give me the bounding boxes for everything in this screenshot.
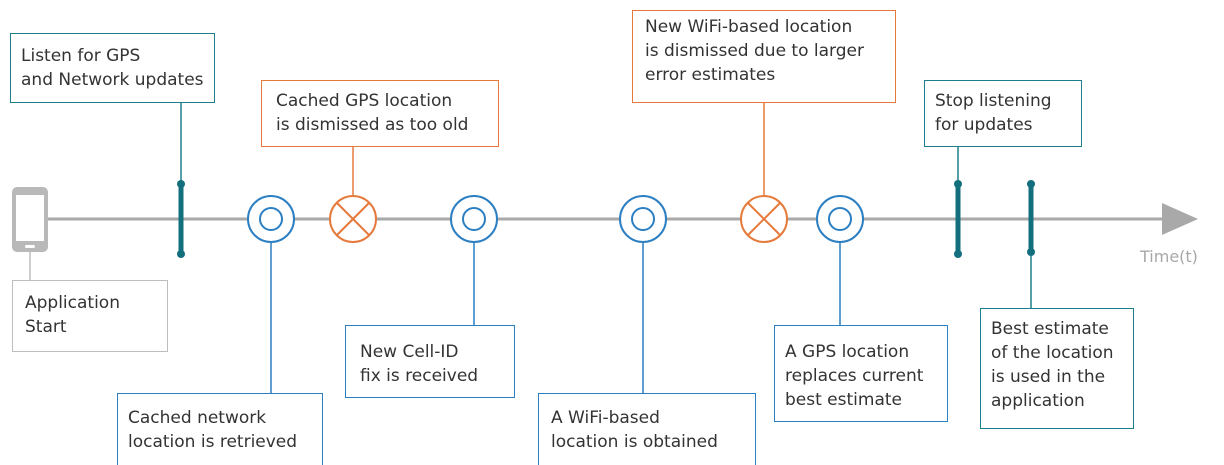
stop-marker (954, 180, 962, 258)
gps-replace-box: A GPS location replaces current best est… (774, 325, 948, 422)
cached-network-event (247, 195, 295, 243)
app-start-box: Application Start (12, 280, 168, 352)
gps-replace-event (816, 195, 864, 243)
cell-id-event (450, 195, 498, 243)
time-axis-label: Time(t) (1140, 247, 1198, 266)
wifi-dismissed-icon (740, 195, 788, 243)
cached-gps-dismissed-icon (329, 195, 377, 243)
listen-marker (177, 180, 185, 258)
smartphone-icon (12, 187, 48, 252)
best-estimate-box: Best estimate of the location is used in… (980, 308, 1134, 429)
wifi-obtained-box: A WiFi-based location is obtained (538, 393, 756, 465)
stop-box: Stop listening for updates (924, 80, 1082, 147)
cell-id-box: New Cell-ID fix is received (345, 325, 515, 398)
wifi-obtained-event (619, 195, 667, 243)
listen-box: Listen for GPS and Network updates (10, 33, 215, 103)
best-estimate-marker (1027, 180, 1035, 256)
wifi-dismissed-box: New WiFi-based location is dismissed due… (632, 10, 896, 103)
timeline-arrowhead (1162, 203, 1198, 235)
cached-network-box: Cached network location is retrieved (117, 393, 323, 465)
cached-gps-box: Cached GPS location is dismissed as too … (261, 80, 499, 147)
